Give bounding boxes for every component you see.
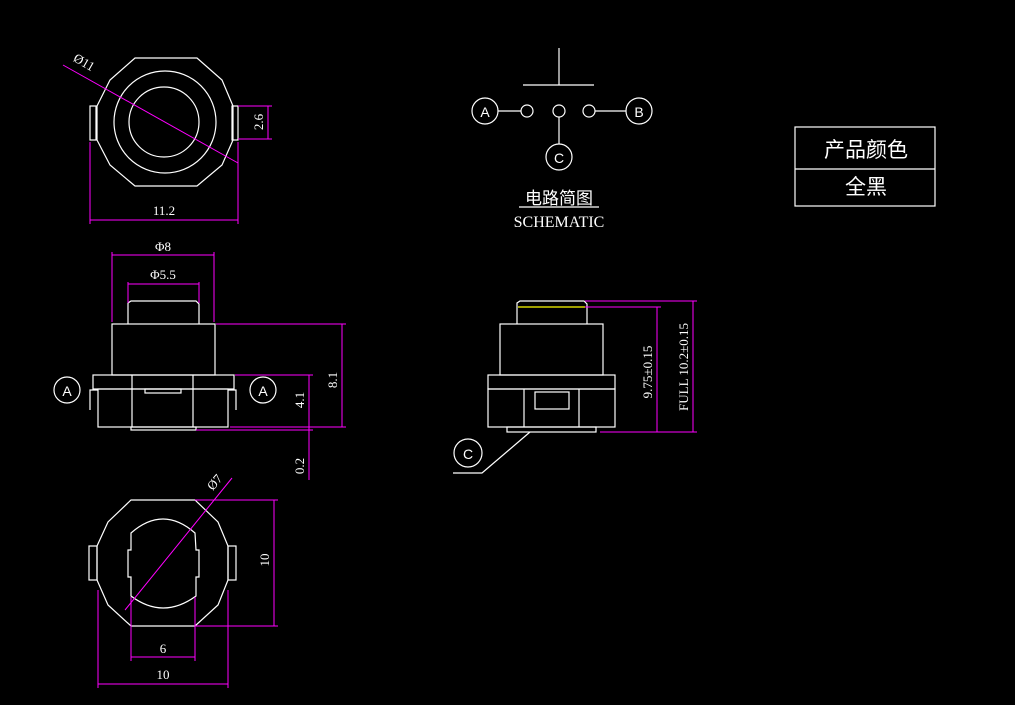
front-height-label: 9.75±0.15	[640, 346, 655, 399]
side-cap	[127, 300, 200, 324]
bottom-dia-line	[124, 477, 233, 611]
front-terminal-c-label: C	[463, 446, 473, 462]
schematic-title-en: SCHEMATIC	[514, 214, 605, 231]
front-full-label: FULL 10.2±0.15	[676, 323, 691, 411]
schematic-terminal-c-label: C	[554, 150, 564, 166]
schematic-title-cn: 电路简图	[525, 189, 593, 208]
schematic-terminal-b-label: B	[634, 104, 643, 120]
bottom-view: Ø7 10 6 10	[88, 471, 278, 688]
side-height-label: 8.1	[325, 372, 340, 388]
side-base-label: 4.1	[292, 392, 307, 408]
top-left-tab	[89, 105, 97, 141]
color-table-header: 产品颜色	[824, 138, 908, 162]
front-view: C 9.75±0.15 FULL 10.2±0.15	[453, 300, 697, 474]
terminal-a-right-label: A	[258, 383, 268, 399]
color-table: 产品颜色 全黑	[794, 126, 936, 207]
side-outer-dia-label: Φ8	[155, 239, 171, 254]
side-cap-dia-label: Φ5.5	[150, 267, 176, 282]
side-gap-label: 0.2	[292, 458, 307, 474]
top-button-circle	[128, 86, 200, 158]
top-tab-label: 2.6	[251, 113, 266, 130]
top-width-label: 11.2	[153, 203, 175, 218]
top-view: Ø11 11.2 2.6	[62, 50, 272, 224]
front-terminal-c-marker	[453, 438, 483, 468]
terminal-a-left-label: A	[62, 383, 72, 399]
side-base-top	[92, 374, 235, 390]
schematic-terminal-c	[545, 143, 573, 171]
side-left-foot	[89, 389, 98, 410]
top-outer-outline	[96, 57, 234, 187]
side-body	[111, 323, 216, 376]
color-table-value: 全黑	[845, 175, 887, 199]
terminal-a-right-marker	[249, 376, 277, 404]
bottom-inner-outline	[127, 518, 200, 609]
schematic: A B C 电路简图 SCHEMATIC	[471, 48, 653, 231]
bottom-height-label: 10	[257, 554, 272, 567]
top-dia-line	[62, 64, 239, 164]
top-middle-circle	[113, 70, 217, 174]
side-right-foot	[228, 389, 237, 410]
side-view: A A Φ8 Φ5.5 8.1 4.1 0.2	[53, 239, 346, 480]
leader-line	[453, 431, 531, 474]
schematic-terminal-a	[471, 97, 499, 125]
schematic-terminal-a-label: A	[480, 104, 490, 120]
terminal-a-left-marker	[53, 376, 81, 404]
side-base	[97, 388, 229, 428]
top-dia-label: Ø11	[71, 50, 97, 74]
top-right-tab	[231, 105, 239, 141]
bottom-inner-width-label: 6	[160, 641, 167, 656]
bottom-width-label: 10	[157, 667, 170, 682]
schematic-terminal-b	[625, 97, 653, 125]
